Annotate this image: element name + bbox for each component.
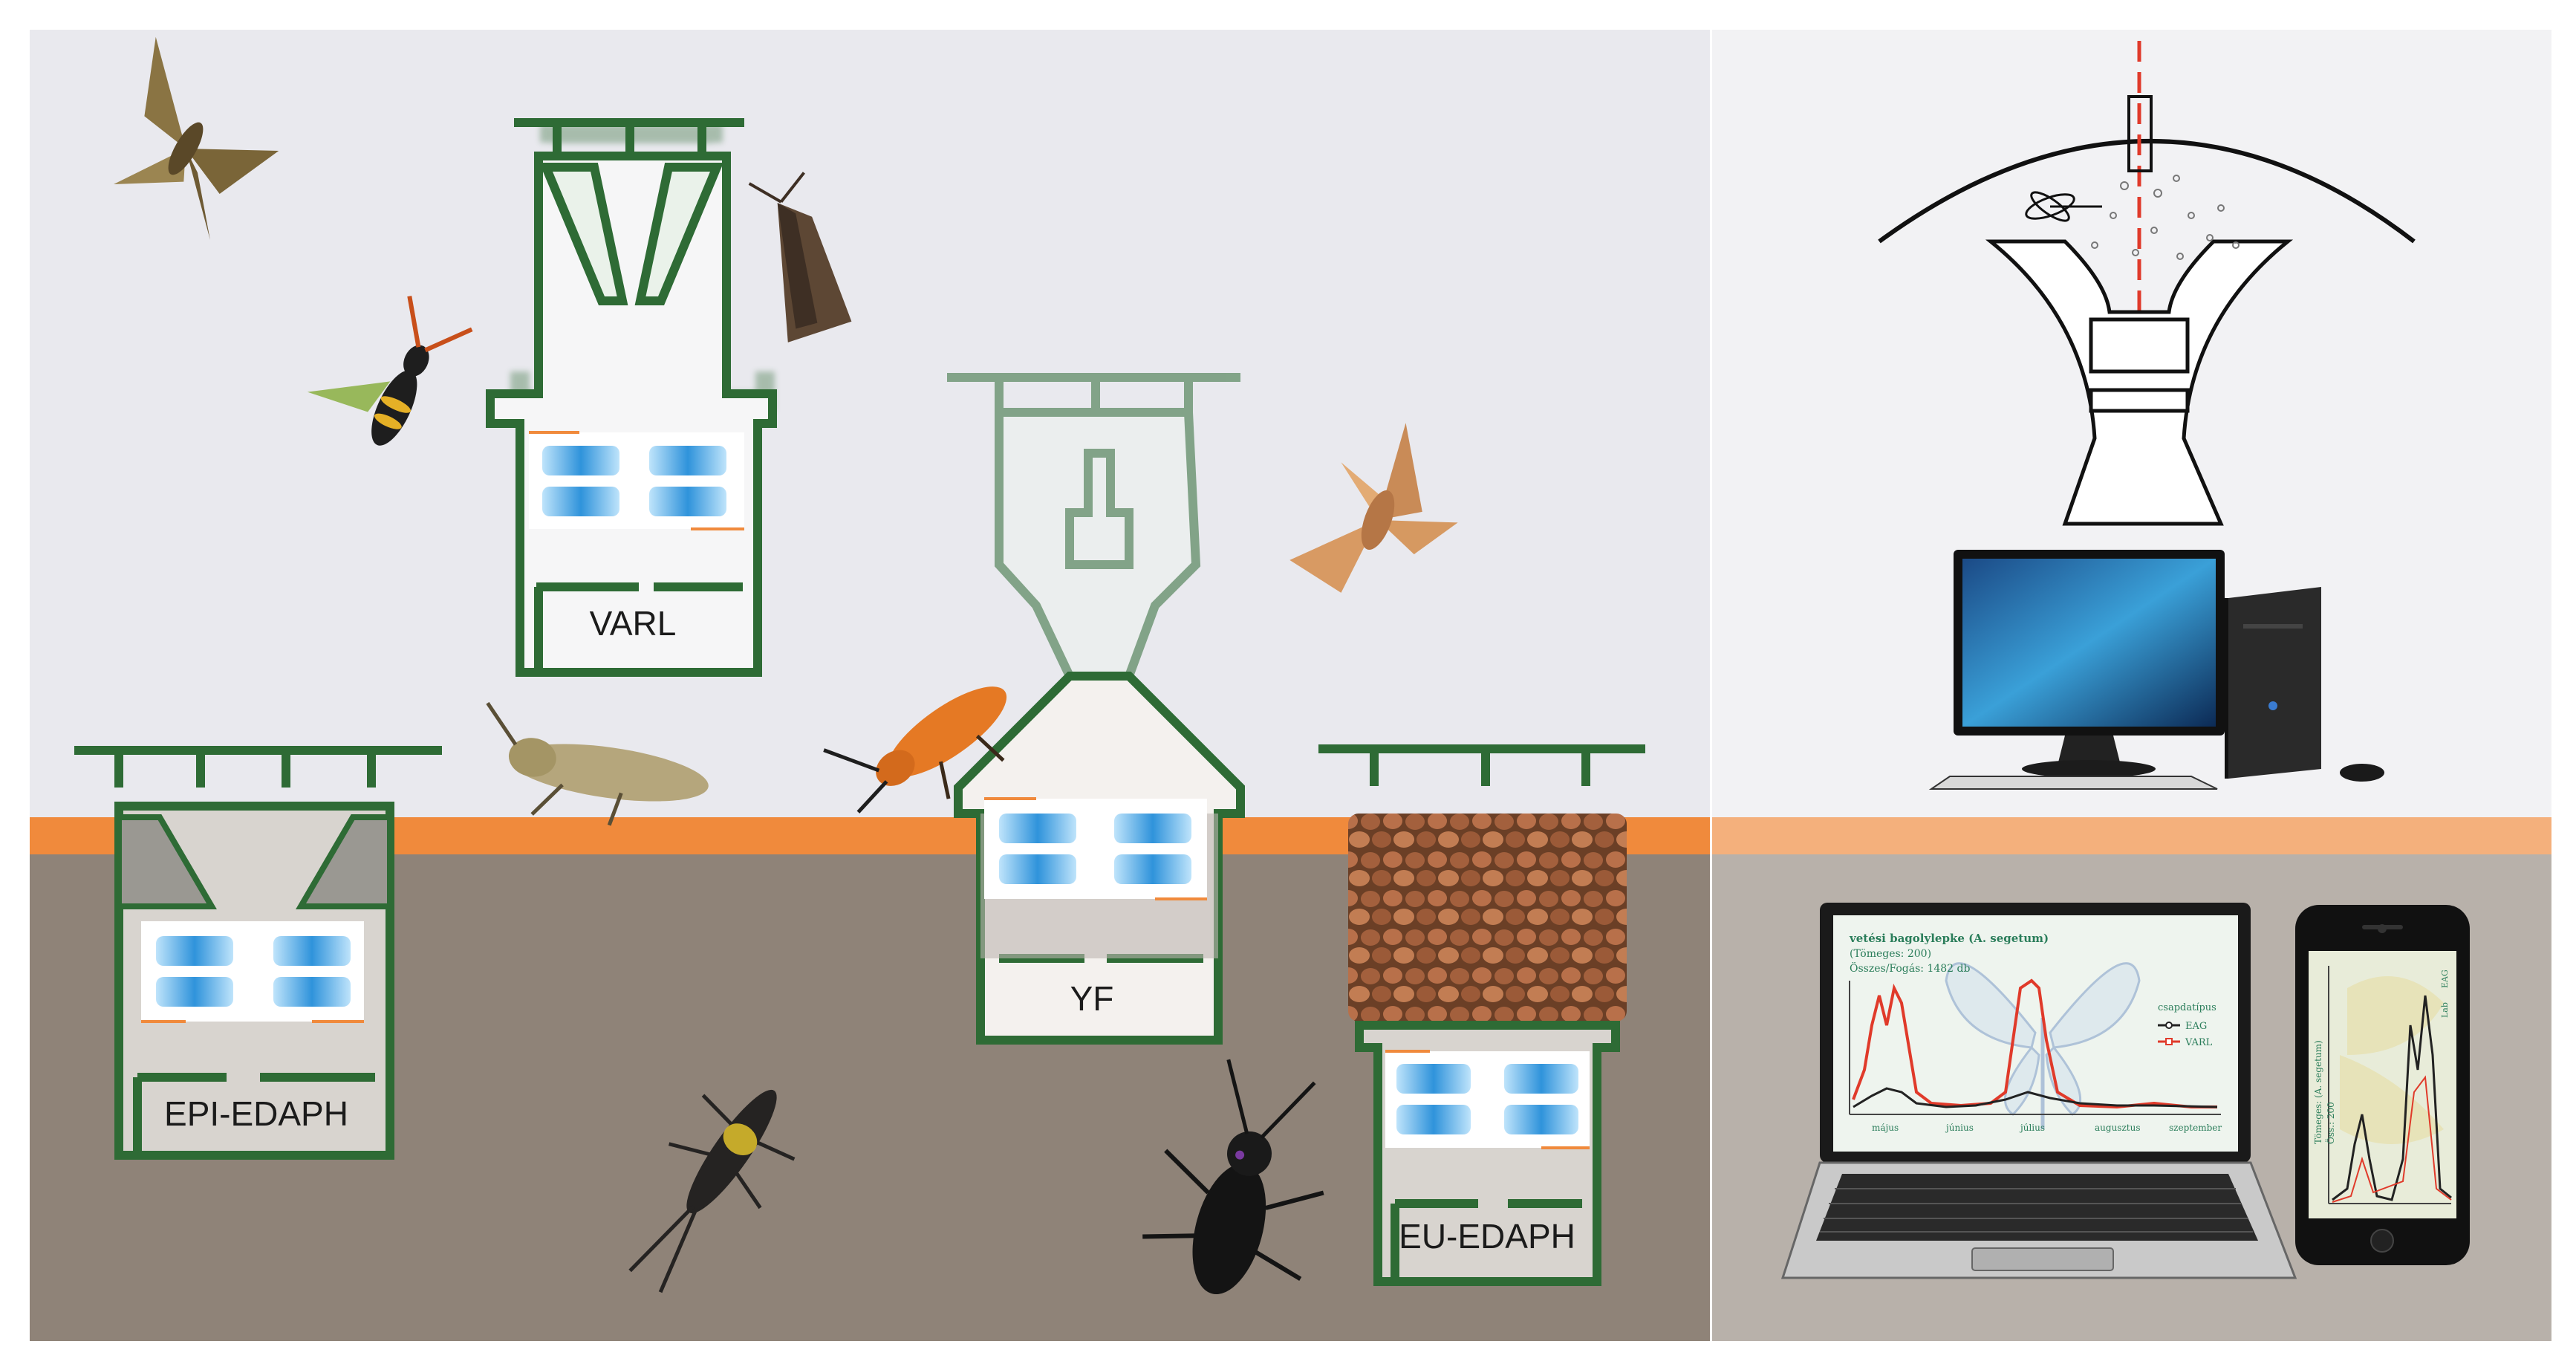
yf-trap: YF — [947, 373, 1245, 1045]
beetle-icon — [823, 686, 1007, 814]
eu-edaph-trap: EU-EDAPH — [1318, 744, 1645, 1286]
earwig-icon — [628, 1089, 796, 1293]
sensor-slot — [2089, 388, 2190, 413]
eag-series-line — [1853, 1087, 2218, 1108]
wasp-icon — [307, 296, 473, 446]
laptop-legend-title: csapdatípus — [2158, 1002, 2216, 1013]
laptop-legend-eag: EAG — [2185, 1021, 2207, 1032]
laser-emitter — [2127, 95, 2153, 172]
yf-label: YF — [1070, 979, 1114, 1018]
trap-funnel-outline — [1985, 239, 2294, 526]
ground-beetle-icon — [1142, 1059, 1324, 1295]
laptop-x-label-2: június — [1945, 1123, 1974, 1133]
phone-screen — [2309, 951, 2456, 1218]
phone-legend-2: Lab — [2440, 1002, 2450, 1018]
laptop-legend-varl: VARL — [2185, 1037, 2213, 1048]
epi-funnel-right — [296, 814, 393, 909]
varl-trap: VARL — [486, 118, 777, 677]
particle-cloud — [2091, 175, 2240, 260]
laptop-screen — [1833, 915, 2238, 1152]
phone-series-line-red — [2332, 1075, 2452, 1203]
flying-insect-icon — [2025, 191, 2102, 222]
bug-icon — [486, 701, 709, 826]
yf-sensor — [984, 797, 1207, 900]
laptop-icon: vetési bagolylepke (A. segetum) (Tömeges… — [1780, 903, 2297, 1279]
epi-funnel-left — [116, 814, 217, 909]
desktop-computer-icon — [1928, 550, 2384, 790]
laptop-x-label-5: szeptember — [2169, 1123, 2222, 1133]
sky-background — [30, 30, 1710, 819]
phone-label-2: Öss.: 200 — [2324, 1102, 2336, 1144]
phone-series-line — [2332, 995, 2452, 1201]
phone-label-1: Tömeges: (A. segetum) — [2313, 1040, 2323, 1144]
eu-edaph-sensor — [1385, 1050, 1590, 1149]
detection-schematic — [1878, 41, 2416, 526]
epi-edaph-sensor — [141, 921, 364, 1023]
varl-label: VARL — [590, 604, 677, 643]
epi-edaph-label: EPI-EDAPH — [164, 1094, 348, 1133]
varl-sensor — [529, 431, 744, 530]
panel-ground-line — [1712, 817, 2551, 854]
phone-legend-1: EAG — [2440, 970, 2450, 988]
smartphone-icon: Tömeges: (A. segetum) Öss.: 200 EAG Lab — [2295, 905, 2470, 1265]
eu-edaph-soil-sample — [1348, 814, 1627, 1022]
epi-edaph-trap: EPI-EDAPH — [74, 746, 442, 1160]
moth-icon — [748, 172, 852, 342]
moth-icon — [1289, 423, 1458, 593]
laptop-chart-title: vetési bagolylepke (A. segetum) — [1849, 932, 2049, 945]
laptop-chart-subtitle: (Tömeges: 200) — [1850, 948, 1931, 960]
laptop-x-label-1: május — [1872, 1123, 1899, 1133]
laptop-x-label-4: augusztus — [2095, 1123, 2140, 1133]
laptop-x-label-3: július — [2019, 1123, 2045, 1133]
laptop-chart-total: Összes/Fogás: 1482 db — [1850, 961, 1970, 975]
varl-series-line — [1852, 978, 2217, 1109]
eu-edaph-label: EU-EDAPH — [1399, 1217, 1575, 1256]
sensor-box — [2089, 317, 2190, 374]
